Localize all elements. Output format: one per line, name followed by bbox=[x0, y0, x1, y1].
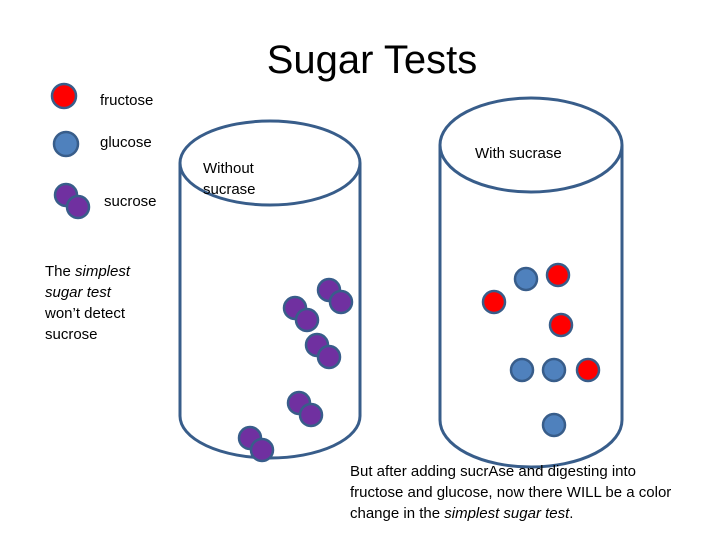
sucrose-molecule-1-b bbox=[328, 289, 354, 315]
glucose-molecule-1 bbox=[513, 266, 539, 292]
glucose-molecule-5 bbox=[509, 357, 535, 383]
legend-label-glucose: glucose bbox=[100, 134, 152, 151]
sucrose-molecule-5-b bbox=[249, 437, 275, 463]
fructose-molecule bbox=[50, 82, 78, 110]
legend-fructose-molecule bbox=[50, 82, 78, 110]
left-note-line-1: The simplest bbox=[45, 263, 131, 280]
fructose-molecule-4 bbox=[548, 312, 574, 338]
sucrose-molecule-4-b bbox=[298, 402, 324, 428]
left-note-line-3: won’t detect bbox=[45, 305, 126, 322]
cylinder-right-label: With sucrase bbox=[475, 145, 562, 162]
left-note: The simplest sugar test won’t detect suc… bbox=[45, 261, 130, 345]
sucrose-molecule-3-b bbox=[316, 344, 342, 370]
sucrose-molecule-b bbox=[65, 194, 91, 220]
glucose-molecule bbox=[52, 130, 80, 158]
with-sucrase-molecules bbox=[481, 262, 601, 438]
bottom-note: But after adding sucrAse and digesting i… bbox=[350, 463, 672, 522]
legend-glucose-molecule bbox=[52, 130, 80, 158]
fructose-molecule-3 bbox=[481, 289, 507, 315]
without-sucrase-molecules bbox=[237, 277, 354, 463]
fructose-molecule-2 bbox=[545, 262, 571, 288]
legend-sucrose-molecule bbox=[53, 182, 91, 220]
cylinder-left-label: Without sucrase bbox=[203, 160, 256, 198]
page-title: Sugar Tests bbox=[266, 38, 478, 82]
legend-label-sucrose: sucrose bbox=[104, 193, 157, 210]
glucose-molecule-6 bbox=[541, 357, 567, 383]
glucose-molecule-8 bbox=[541, 412, 567, 438]
cylinder-without-sucrase bbox=[178, 119, 362, 460]
cylinder-with-sucrase bbox=[438, 96, 624, 469]
sucrose-molecule-2-b bbox=[294, 307, 320, 333]
left-note-line-4: sucrose bbox=[45, 326, 98, 343]
left-note-line-2: sugar test bbox=[45, 284, 111, 301]
legend-label-fructose: fructose bbox=[100, 92, 154, 109]
fructose-molecule-7 bbox=[575, 357, 601, 383]
